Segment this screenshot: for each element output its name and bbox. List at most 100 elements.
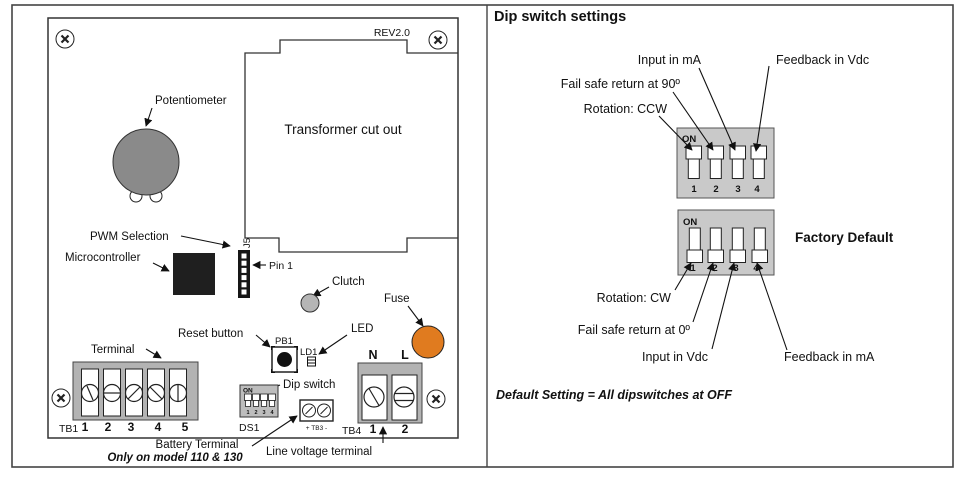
line-voltage-label: Line voltage terminal <box>266 446 372 458</box>
transformer-cutout-outline <box>244 39 458 253</box>
tb4-line-label: L <box>401 348 409 362</box>
j5-pins <box>241 253 247 295</box>
label-failsafe-90: Fail safe return at 90º <box>561 77 681 91</box>
fuse-circle <box>411 325 445 359</box>
screw-icon <box>428 30 448 50</box>
fuse-arrow <box>407 305 424 327</box>
label-rotation-ccw: Rotation: CCW <box>584 102 668 116</box>
battery-terminal-label: Battery Terminal <box>156 439 239 451</box>
tb1-label: TB1 <box>59 423 78 435</box>
dip-top-switch-3 <box>729 145 746 160</box>
microcontroller-arrow <box>152 262 170 272</box>
board-screws <box>51 29 448 409</box>
tb4-pin-2: 2 <box>402 422 409 436</box>
dip-top-switch-1 <box>685 145 702 160</box>
clutch-label: Clutch <box>332 276 365 288</box>
screw-icon <box>51 388 71 408</box>
reset-button-pb1 <box>271 346 298 373</box>
battery-terminal-note: Only on model 110 & 130 <box>107 452 243 464</box>
circuit-board-panel: REV2.0 Transformer cut out Potentiometer… <box>47 17 459 464</box>
svg-text:1: 1 <box>690 263 696 274</box>
pwm-arrow <box>180 235 231 249</box>
potentiometer-label: Potentiometer <box>155 95 227 107</box>
svg-text:3: 3 <box>735 184 740 195</box>
dip-top-arrows <box>658 65 770 152</box>
led-label: LED <box>351 323 373 335</box>
dip-top-switch-4 <box>750 145 767 160</box>
clutch-arrow <box>312 286 330 297</box>
default-setting-footnote: Default Setting = All dipswitches at OFF <box>496 388 732 402</box>
dip-settings-panel: Dip switch settings Input in mA Feedback… <box>494 9 894 402</box>
svg-text:4: 4 <box>270 410 274 416</box>
dip-bottom-on-label: ON <box>683 217 697 228</box>
svg-text:2: 2 <box>254 410 257 416</box>
dip-top-on-label: ON <box>682 134 696 145</box>
tb4-label: TB4 <box>342 425 361 437</box>
svg-text:2: 2 <box>105 420 112 434</box>
tb3-label: + TB3 - <box>306 425 327 432</box>
pin1-label: Pin 1 <box>269 260 293 272</box>
tb4-neutral-label: N <box>368 348 377 362</box>
tb1-pin-numbers: 1 2 3 4 5 <box>82 420 189 434</box>
svg-text:4: 4 <box>754 184 760 195</box>
dip-bottom-switch-2 <box>707 249 724 263</box>
dip-bottom-switches <box>686 227 768 263</box>
svg-text:2: 2 <box>712 263 717 274</box>
j5-label: J5 <box>242 238 253 248</box>
board-outline <box>47 17 459 439</box>
dip-top-pin-numbers: 1 2 3 4 <box>691 184 760 195</box>
dip-settings-heading: Dip switch settings <box>494 9 626 25</box>
reset-button-label: Reset button <box>178 328 243 340</box>
factory-default-caption: Factory Default <box>795 230 894 245</box>
microcontroller-chip <box>173 253 215 295</box>
svg-text:1: 1 <box>246 410 249 416</box>
ds1-pin-numbers: 1 2 3 4 <box>246 410 274 416</box>
potentiometer <box>112 128 180 203</box>
label-input-ma: Input in mA <box>638 53 702 67</box>
microcontroller-label: Microcontroller <box>65 252 141 264</box>
fuse-label: Fuse <box>384 293 410 305</box>
dip-bottom-switch-4 <box>751 249 768 263</box>
label-failsafe-0: Fail safe return at 0º <box>578 323 691 337</box>
svg-text:1: 1 <box>691 184 697 195</box>
pwm-selection-label: PWM Selection <box>90 231 169 243</box>
screw-icon <box>55 29 75 49</box>
svg-text:3: 3 <box>262 410 265 416</box>
dip-block-bottom: ON 1 2 3 4 <box>677 209 775 276</box>
label-input-vdc: Input in Vdc <box>642 350 708 364</box>
label-feedback-vdc: Feedback in Vdc <box>776 53 869 67</box>
j5-header-body <box>238 250 250 298</box>
screw-icon <box>426 389 446 409</box>
potentiometer-knob <box>112 128 180 196</box>
svg-text:2: 2 <box>713 184 718 195</box>
dip-switch-label: Dip switch <box>283 379 335 391</box>
terminal-label: Terminal <box>91 344 134 356</box>
line-voltage-terminal-tb4 <box>357 362 423 424</box>
dip-bottom-switch-3 <box>729 249 746 263</box>
potentiometer-arrow <box>144 107 153 127</box>
reset-arrow <box>255 334 271 348</box>
battery-terminal-arrow <box>251 415 298 447</box>
svg-text:4: 4 <box>155 420 162 434</box>
terminal-block-tb1 <box>72 361 199 421</box>
j5-header <box>238 250 250 298</box>
label-feedback-ma: Feedback in mA <box>784 350 875 364</box>
dip-bottom-arrows <box>674 262 788 351</box>
ds1-on-label: ON <box>243 388 253 395</box>
ds1-switches <box>244 393 276 407</box>
svg-text:5: 5 <box>182 420 189 434</box>
transformer-cutout-label: Transformer cut out <box>284 122 402 137</box>
ld1-label: LD1 <box>300 347 317 358</box>
tb4-pin-1: 1 <box>370 422 377 436</box>
svg-text:1: 1 <box>82 420 89 434</box>
led-arrow <box>318 334 348 355</box>
led-ld1 <box>307 356 316 367</box>
terminal-arrow <box>145 348 162 359</box>
dip-bottom-switch-1 <box>686 249 703 263</box>
dip-block-top: ON 1 2 3 4 <box>676 127 775 199</box>
tb4-screws <box>363 386 415 408</box>
board-revision: REV2.0 <box>374 27 410 39</box>
label-rotation-cw: Rotation: CW <box>597 291 672 305</box>
